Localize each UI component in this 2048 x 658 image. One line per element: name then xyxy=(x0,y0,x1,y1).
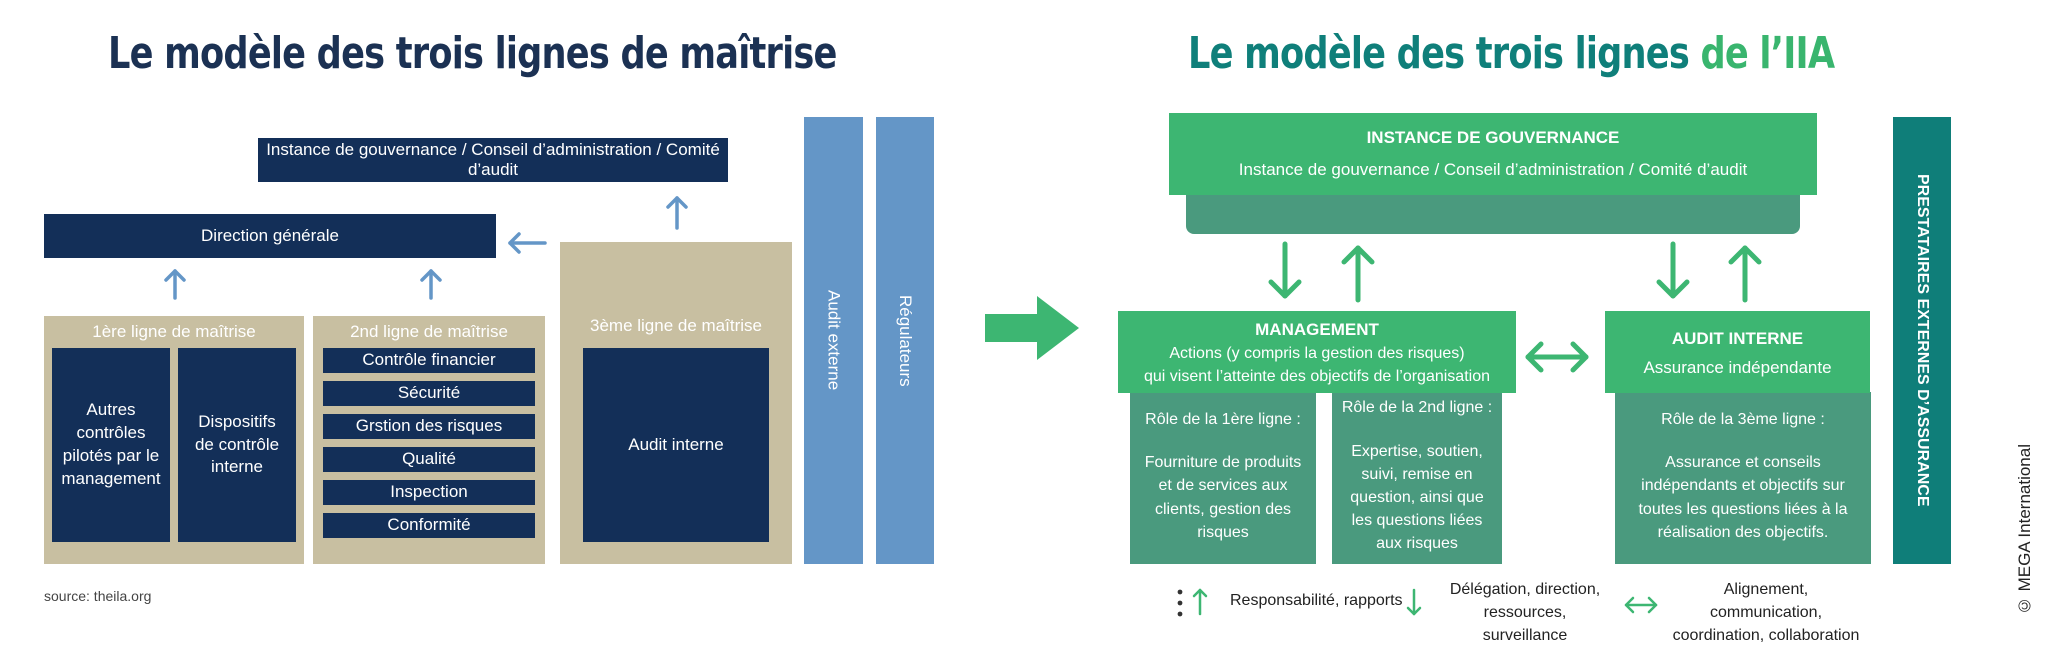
internal-audit-sub: Assurance indépendante xyxy=(1643,358,1832,377)
role2-box: Rôle de la 2nd ligne : Expertise, soutie… xyxy=(1332,392,1502,564)
external-audit-bar: Audit externe xyxy=(804,117,863,564)
external-audit-label: Audit externe xyxy=(824,290,844,391)
line1-box-other-controls: Autres contrôles pilotés par le manageme… xyxy=(52,348,170,542)
legend-delegation-line2: ressources, surveillance xyxy=(1482,604,1568,645)
arrow-down-audit-head xyxy=(1656,279,1690,299)
right-governance-box: INSTANCE DE GOUVERNANCE Instance de gouv… xyxy=(1169,113,1817,195)
left-title: Le modèle des trois lignes de maîtrise xyxy=(108,28,837,79)
direction-generale-box: Direction générale xyxy=(44,214,496,258)
line3-internal-audit-box: Audit interne xyxy=(583,348,769,542)
internal-audit-box: AUDIT INTERNE Assurance indépendante xyxy=(1605,311,1870,393)
line1-box-internal-control: Dispositifs de contrôle interne xyxy=(178,348,296,542)
management-head: MANAGEMENT xyxy=(1255,320,1379,339)
source-note: source: theila.org xyxy=(44,588,152,604)
internal-audit-head: AUDIT INTERNE xyxy=(1671,329,1804,348)
arrow-left-direction-head xyxy=(508,232,521,254)
legend-alignment: Alignement, communication, coordination,… xyxy=(1668,578,1864,648)
external-providers-bar: PRESTATAIRES EXTERNES D’ASSURANCE xyxy=(1893,117,1951,564)
right-title: Le modèle des trois lignes de l’IIA xyxy=(1188,28,1835,79)
legend-icons xyxy=(1177,588,1658,617)
arrow-double-left-head xyxy=(1525,341,1544,373)
arrow-up-governance-head xyxy=(666,196,688,209)
line2-panel: 2nd ligne de maîtrise Contrôle financier… xyxy=(313,316,545,564)
arrow-up-management-head xyxy=(1341,245,1375,265)
role3-box: Rôle de la 3ème ligne : Assurance et con… xyxy=(1615,392,1871,564)
role1-title: Rôle de la 1ère ligne : xyxy=(1145,411,1301,429)
legend-dot xyxy=(1177,589,1183,595)
copyright-wrap: © MEGA International xyxy=(2010,420,2040,640)
transition-arrow-icon xyxy=(985,296,1079,360)
arrow-up-line1-head xyxy=(164,269,186,282)
line1-label: 1ère ligne de maîtrise xyxy=(92,321,256,341)
line2-item: Qualité xyxy=(323,447,535,472)
arrow-double-right-head xyxy=(1570,341,1589,373)
management-box: MANAGEMENT Actions (y compris la gestion… xyxy=(1118,311,1516,393)
management-sub2: qui visent l’atteinte des objectifs de l… xyxy=(1144,368,1490,385)
right-title-accent: de l’IIA xyxy=(1700,28,1835,79)
arrow-up-line2-head xyxy=(420,269,442,282)
role3-title: Rôle de la 3ème ligne : xyxy=(1661,411,1825,429)
line2-item: Conformité xyxy=(323,513,535,538)
line1-panel: 1ère ligne de maîtrise Autres contrôles … xyxy=(44,316,304,564)
legend-accountability: Responsabilité, rapports xyxy=(1230,592,1403,609)
line2-label: 2nd ligne de maîtrise xyxy=(350,321,508,341)
line2-item: Inspection xyxy=(323,480,535,505)
role1-text: Fourniture de produits et de services au… xyxy=(1144,454,1302,541)
regulators-label: Régulateurs xyxy=(896,294,915,387)
external-providers-label: PRESTATAIRES EXTERNES D’ASSURANCE xyxy=(1914,174,1931,507)
left-governance-box: Instance de gouvernance / Conseil d’admi… xyxy=(258,138,728,182)
line2-item: Sécurité xyxy=(323,381,535,406)
arrow-down-management-head xyxy=(1268,279,1302,299)
legend-delegation: Délégation, direction, ressources, surve… xyxy=(1440,578,1610,648)
arrow-up-audit-head xyxy=(1728,245,1762,265)
regulators-bar: Régulateurs xyxy=(876,117,934,564)
management-sub1: Actions (y compris la gestion des risque… xyxy=(1169,345,1465,362)
governance-head: INSTANCE DE GOUVERNANCE xyxy=(1366,128,1620,147)
role1-box: Rôle de la 1ère ligne : Fourniture de pr… xyxy=(1130,392,1316,564)
role2-text: Expertise, soutien, suivi, remise en que… xyxy=(1350,442,1484,553)
line3-label: 3ème ligne de maîtrise xyxy=(590,315,762,335)
line3-panel: 3ème ligne de maîtrise Audit interne xyxy=(560,242,792,564)
legend-alignment-line2: coordination, collaboration xyxy=(1672,627,1860,645)
right-title-main: Le modèle des trois lignes xyxy=(1188,28,1690,79)
line2-item: Grstion des risques xyxy=(323,414,535,439)
role2-title: Rôle de la 2nd ligne : xyxy=(1341,399,1493,417)
legend-delegation-line1: Délégation, direction, xyxy=(1449,581,1601,598)
legend-alignment-line1: Alignement, communication, xyxy=(1709,581,1823,622)
line2-item: Contrôle financier xyxy=(323,348,535,373)
legend-dot xyxy=(1177,611,1183,617)
role3-text: Assurance et conseils indépendants et ob… xyxy=(1638,454,1848,541)
legend-dot xyxy=(1177,600,1183,606)
copyright-text: © MEGA International xyxy=(2015,444,2034,616)
governance-sub: Instance de gouvernance / Conseil d’admi… xyxy=(1238,160,1748,179)
